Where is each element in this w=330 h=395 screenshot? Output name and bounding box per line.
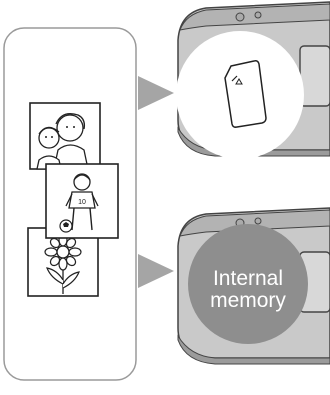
photo-boy-soccer-icon: 10 [45, 163, 119, 239]
arrow-right-icon [138, 76, 174, 110]
photo-flower-icon [27, 227, 99, 297]
photo-family-icon [29, 102, 101, 170]
arrow-right-icon [138, 254, 174, 288]
internal-memory-label-line2: memory [210, 289, 286, 312]
internal-memory-label-line1: Internal [212, 267, 284, 290]
memory-card-icon [224, 60, 267, 128]
internal-memory-circle [188, 224, 308, 344]
svg-text:10: 10 [78, 199, 86, 206]
internal-memory-label: Internal memory [200, 268, 296, 312]
